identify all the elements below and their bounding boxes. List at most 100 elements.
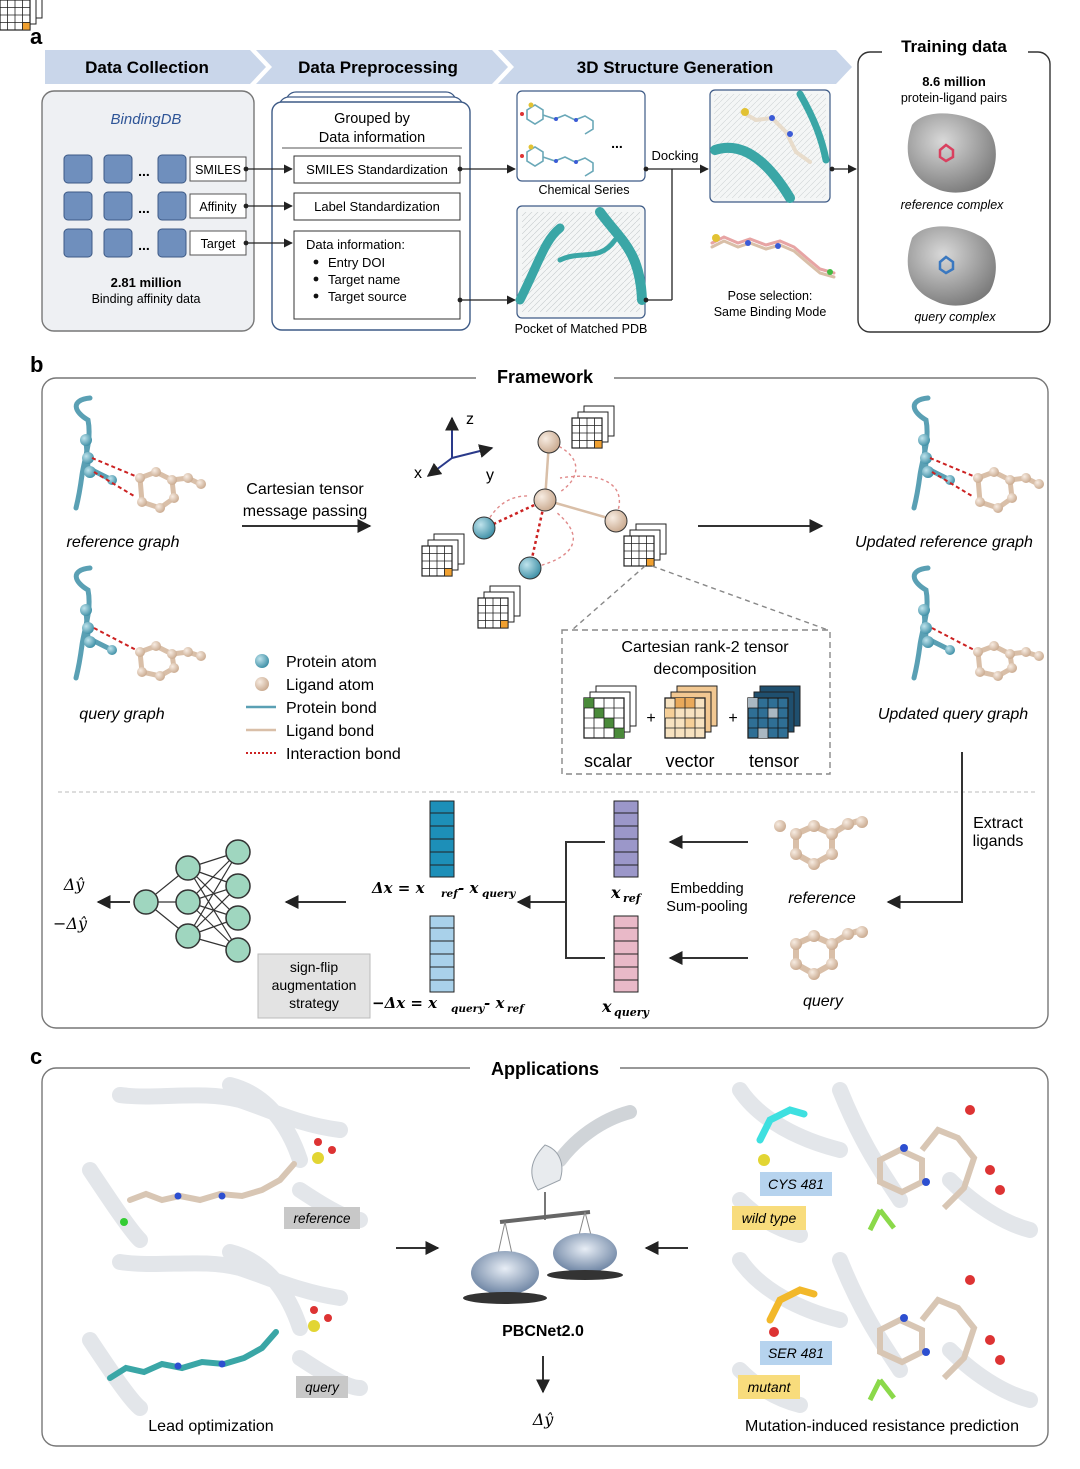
data-info-item-3: Target source xyxy=(328,289,407,304)
cys-tag: CYS 481 xyxy=(768,1176,824,1192)
query-complex-label: query complex xyxy=(914,310,996,324)
updated-reference-graph xyxy=(911,395,1044,513)
output-delta-pos: Δŷ xyxy=(63,875,86,894)
docking-label: Docking xyxy=(652,148,699,163)
field-smiles: SMILES xyxy=(195,163,241,177)
mutant-structure xyxy=(732,1252,1038,1413)
cube-right xyxy=(623,523,667,567)
sign-flip-line3: strategy xyxy=(289,995,339,1011)
delta-pos-equation: Δx = x ref - x query xyxy=(371,879,516,900)
delta-neg-bar xyxy=(429,915,455,993)
mutation-label: Mutation-induced resistance prediction xyxy=(745,1418,1019,1435)
reference-complex-surface xyxy=(907,113,996,193)
message-passing-graph xyxy=(472,430,628,580)
decomp-tensor: tensor xyxy=(749,751,799,771)
decomp-scalar: scalar xyxy=(584,751,632,771)
mutant-tag-bg xyxy=(738,1375,800,1399)
pose-selection-2: Same Binding Mode xyxy=(714,305,827,319)
chemical-series-label: Chemical Series xyxy=(538,183,629,197)
field-affinity-box xyxy=(189,193,247,219)
tile-ellipsis-3: ... xyxy=(138,237,150,253)
delta-pos-mid: - x xyxy=(458,879,479,897)
legend-ligand-bond: Ligand bond xyxy=(286,723,374,740)
data-info-box xyxy=(293,230,461,320)
pocket-label: Pocket of Matched PDB xyxy=(515,322,648,336)
feature-tensor-cube xyxy=(0,0,43,31)
cube-top xyxy=(571,405,615,449)
pose-selection-1: Pose selection: xyxy=(728,289,813,303)
db-to-preproc-arrows xyxy=(246,164,293,248)
reference-ligand xyxy=(774,816,868,870)
decomposition-line1: Cartesian rank-2 tensor xyxy=(621,639,789,656)
stage-banner-1 xyxy=(45,50,266,84)
updated-reference-label: Updated reference graph xyxy=(855,534,1033,551)
lead-optimization-label: Lead optimization xyxy=(148,1418,273,1435)
query-ligand-label: query xyxy=(803,993,844,1010)
lead-reference-structure xyxy=(82,1077,368,1248)
legend-ligand-atom-marker xyxy=(255,677,269,691)
wild-type-tag-bg xyxy=(732,1206,806,1230)
stage-banner-3 xyxy=(498,50,852,84)
cube-bottom xyxy=(477,585,521,629)
reference-tag-bg xyxy=(284,1207,360,1229)
legend-protein-atom: Protein atom xyxy=(286,654,377,671)
stage-data-preprocessing: Data Preprocessing xyxy=(298,58,458,77)
bindingdb-count: 2.81 million xyxy=(111,275,182,290)
reference-ligand-label: reference xyxy=(788,890,856,907)
field-smiles-box xyxy=(189,156,247,182)
extract-line1: Extract xyxy=(973,815,1023,832)
smiles-standardization: SMILES Standardization xyxy=(306,162,448,177)
panel-a-label: a xyxy=(30,24,43,49)
field-target: Target xyxy=(201,237,236,251)
lead-query-structure xyxy=(82,1244,368,1416)
extract-line2: ligands xyxy=(973,833,1024,850)
x-ref-symbol: x xyxy=(610,883,621,902)
chemical-series-ellipsis: ... xyxy=(611,135,623,151)
axis-z: z xyxy=(466,411,474,428)
delta-pos-sub-b: query xyxy=(482,888,516,900)
bindingdb-name: BindingDB xyxy=(111,111,182,128)
docking-connectors xyxy=(646,164,709,301)
decomposition-line2: decomposition xyxy=(653,661,756,678)
decomp-vector: vector xyxy=(665,751,714,771)
mutant-tag: mutant xyxy=(748,1379,792,1395)
delta-neg-equation: −Δx = x query - x ref xyxy=(372,994,526,1015)
legend-protein-atom-marker xyxy=(255,654,269,668)
data-info-title: Data information: xyxy=(306,237,405,252)
delta-neg-main: −Δx = x xyxy=(372,994,438,1012)
delta-neg-sub-b: ref xyxy=(507,1003,526,1015)
docked-complex-structure xyxy=(710,90,830,203)
tile-ellipsis-1: ... xyxy=(138,163,150,179)
stage-banner-2 xyxy=(256,50,508,84)
model-output: Δŷ xyxy=(532,1410,555,1429)
delta-pos-main: Δx = x xyxy=(371,879,426,897)
axis-x: x xyxy=(414,465,422,482)
legend-protein-bond: Protein bond xyxy=(286,700,377,717)
sum-pooling-label: Sum-pooling xyxy=(666,899,747,915)
plus-2: + xyxy=(728,710,737,727)
plus-1: + xyxy=(646,710,655,727)
cube-left xyxy=(421,533,465,577)
legend-interaction-bond: Interaction bond xyxy=(286,746,401,763)
reference-tag: reference xyxy=(293,1211,350,1226)
chemical-series-molecules xyxy=(520,102,594,177)
vector-cube xyxy=(664,685,718,739)
smiles-std-box xyxy=(293,155,461,184)
query-tag-bg xyxy=(296,1376,348,1398)
tensor-cube xyxy=(747,685,801,739)
grouped-by: Grouped by xyxy=(334,111,411,127)
output-delta-neg: −Δŷ xyxy=(53,914,88,933)
reference-graph-label: reference graph xyxy=(67,534,180,551)
query-graph-label: query graph xyxy=(79,706,164,723)
applications-title: Applications xyxy=(491,1059,599,1079)
zoom-line-left xyxy=(571,565,646,631)
query-ligand xyxy=(790,926,868,980)
wild-type-structure xyxy=(732,1082,1038,1243)
bindingdb-desc: Binding affinity data xyxy=(92,292,201,306)
updated-query-graph xyxy=(911,565,1044,681)
stage-data-collection: Data Collection xyxy=(85,58,209,77)
updated-query-label: Updated query graph xyxy=(878,706,1028,723)
message-passing-line2: message passing xyxy=(243,503,368,520)
label-std-box xyxy=(293,192,461,221)
query-tag: query xyxy=(305,1380,340,1395)
